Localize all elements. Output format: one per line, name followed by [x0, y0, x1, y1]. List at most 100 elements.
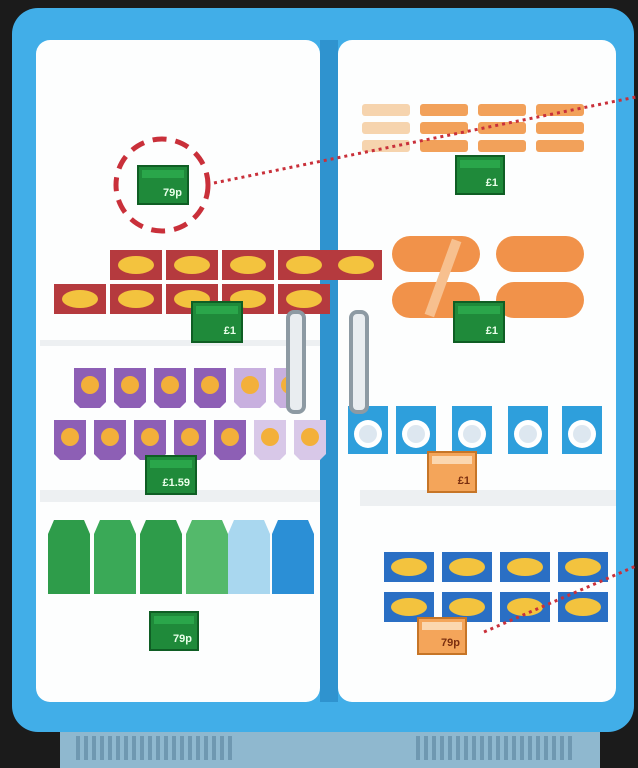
grille-slat — [148, 736, 152, 760]
grille-slat — [552, 736, 556, 760]
product-label — [565, 598, 601, 616]
product-label — [286, 256, 322, 274]
product-bottle — [140, 520, 182, 594]
price-tag-stripe — [154, 616, 194, 624]
grille-slat — [424, 736, 428, 760]
product-label — [161, 376, 179, 394]
grille-slat — [156, 736, 160, 760]
grille-slat — [124, 736, 128, 760]
grille-slat — [560, 736, 564, 760]
product-label — [573, 425, 591, 443]
price-tag: 79p — [418, 618, 466, 654]
grille-slat — [172, 736, 176, 760]
shelf — [40, 340, 320, 346]
product-box — [420, 140, 468, 152]
product-box — [536, 104, 584, 116]
grille-slat — [536, 736, 540, 760]
price-tag-stripe — [460, 160, 500, 168]
grille-slat — [92, 736, 96, 760]
price-tag-text: £1 — [224, 325, 236, 337]
product-label — [301, 428, 319, 446]
right-door-handle[interactable] — [351, 312, 367, 412]
product-label — [391, 558, 427, 576]
product-label — [359, 425, 377, 443]
price-tag-stripe — [458, 306, 500, 314]
grille-slat — [464, 736, 468, 760]
grille-slat — [116, 736, 120, 760]
grille-slat — [100, 736, 104, 760]
grille-slat — [84, 736, 88, 760]
product-label — [241, 376, 259, 394]
product-label — [221, 428, 239, 446]
product-bottle — [48, 520, 90, 594]
price-tag: £1 — [454, 302, 504, 342]
product-box — [420, 104, 468, 116]
grille-slat — [456, 736, 460, 760]
product-label — [407, 425, 425, 443]
grille-slat — [528, 736, 532, 760]
grille-slat — [544, 736, 548, 760]
product-label — [101, 428, 119, 446]
product-label — [338, 256, 374, 274]
grille-slat — [212, 736, 216, 760]
grille-slat — [140, 736, 144, 760]
grille-slat — [520, 736, 524, 760]
price-tag: £1.59 — [146, 456, 196, 494]
grille-slat — [512, 736, 516, 760]
price-tag: 79p — [150, 612, 198, 650]
left-door-handle[interactable] — [288, 312, 304, 412]
product-label — [81, 376, 99, 394]
price-tag-text: £1 — [458, 475, 470, 487]
price-tag-text: £1 — [486, 325, 498, 337]
product-label — [230, 256, 266, 274]
grille-slat — [188, 736, 192, 760]
door-divider — [320, 40, 338, 702]
product-loaf — [496, 236, 584, 272]
product-label — [463, 425, 481, 443]
product-label — [174, 256, 210, 274]
price-tag-text: 79p — [441, 637, 460, 649]
product-label — [118, 290, 154, 308]
product-box — [536, 140, 584, 152]
price-tag: 79p — [138, 166, 188, 204]
product-label — [261, 428, 279, 446]
product-label — [61, 428, 79, 446]
price-tag-stripe — [150, 460, 192, 468]
product-loaf — [392, 236, 480, 272]
price-tag-stripe — [196, 306, 238, 314]
grille-slat — [472, 736, 476, 760]
grille-slat — [416, 736, 420, 760]
price-tag: £1 — [192, 302, 242, 342]
product-label — [181, 428, 199, 446]
price-tag: £1 — [428, 452, 476, 492]
product-label — [507, 558, 543, 576]
grille-slat — [204, 736, 208, 760]
price-tag: £1 — [456, 156, 504, 194]
grille-slat — [440, 736, 444, 760]
grille-slat — [432, 736, 436, 760]
product-label — [507, 598, 543, 616]
price-tag-stripe — [422, 622, 462, 630]
product-box — [362, 122, 410, 134]
price-tag-stripe — [432, 456, 472, 464]
product-box — [478, 140, 526, 152]
grille-slat — [504, 736, 508, 760]
product-label — [118, 256, 154, 274]
product-label — [62, 290, 98, 308]
grille-slat — [568, 736, 572, 760]
price-tag-text: 79p — [163, 187, 182, 199]
product-loaf — [496, 282, 584, 318]
grille-slat — [180, 736, 184, 760]
product-bottle — [228, 520, 270, 594]
grille-slat — [488, 736, 492, 760]
product-label — [141, 428, 159, 446]
product-label — [391, 598, 427, 616]
price-tag-text: £1 — [486, 177, 498, 189]
product-label — [201, 376, 219, 394]
product-label — [565, 558, 601, 576]
product-box — [362, 140, 410, 152]
product-label — [449, 598, 485, 616]
product-box — [420, 122, 468, 134]
price-tag-text: £1.59 — [162, 477, 190, 489]
